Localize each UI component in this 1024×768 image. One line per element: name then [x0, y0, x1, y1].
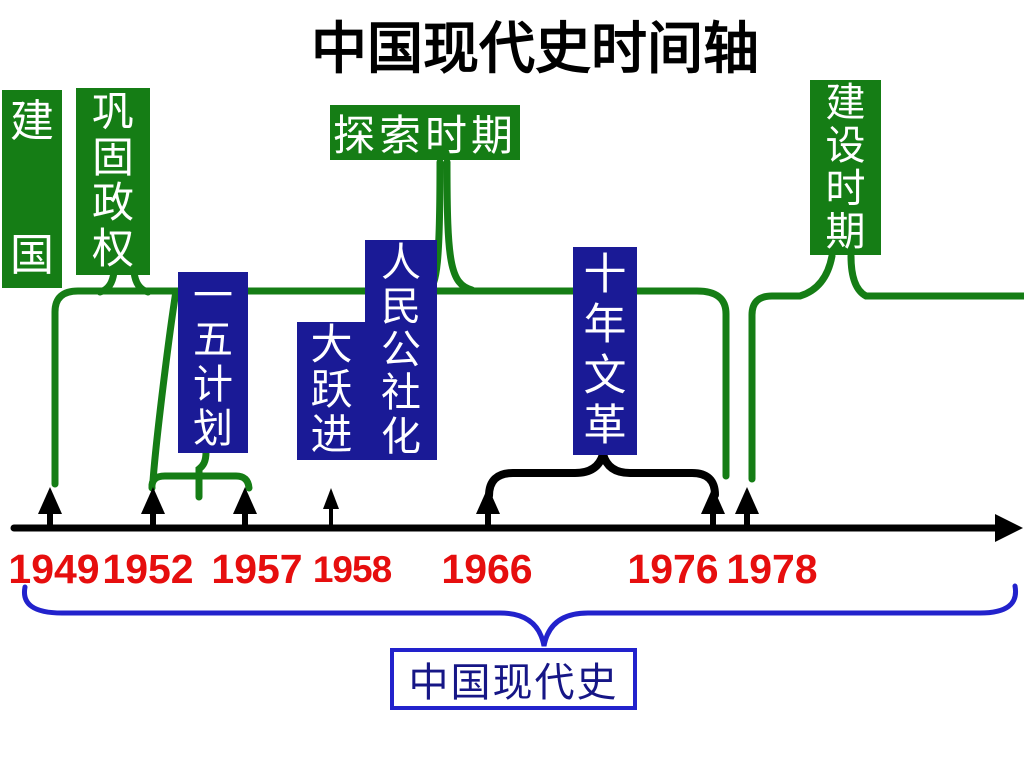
event-box-dayuejin: 大跃进 — [297, 322, 366, 460]
year-label-1978: 1978 — [726, 546, 818, 592]
blue-brace-summary — [21, 583, 1019, 647]
year-label-1958: 1958 — [312, 549, 392, 590]
green-branch-1952 — [149, 287, 180, 485]
tick-arrow-1978 — [735, 487, 759, 531]
event-box-shinian-wenge: 十年文革 — [573, 247, 637, 455]
year-label-1976: 1976 — [627, 546, 719, 592]
tick-arrow-1976 — [701, 487, 725, 531]
year-label-1957: 1957 — [211, 546, 303, 592]
tick-arrow-1958 — [323, 488, 339, 530]
period-box-jianguo: 建国 — [2, 90, 62, 288]
black-brace-wenge — [485, 438, 719, 500]
green-rail-right-edge — [847, 252, 1024, 300]
period-box-tansuo-shiqi: 探索时期 — [330, 105, 520, 160]
tick-arrow-1966 — [476, 487, 500, 531]
period-box-jianshe-shiqi: 建设时期 — [810, 80, 881, 255]
timeline-arrowhead — [995, 514, 1023, 542]
year-label-1966: 1966 — [441, 546, 533, 592]
year-label-1949: 1949 — [8, 546, 100, 592]
year-label-1952: 1952 — [102, 546, 194, 592]
green-stem-yiwu — [195, 448, 210, 501]
event-box-renmin-gongshehua: 人民公社化 — [365, 240, 437, 460]
tick-arrow-1949 — [38, 487, 62, 531]
tick-arrow-1957 — [233, 487, 257, 531]
summary-box: 中国现代史 — [390, 648, 637, 710]
tick-arrow-1952 — [141, 487, 165, 531]
period-box-gonggu-zhengquan: 巩固政权 — [76, 88, 150, 275]
event-box-yiwu-jihua: 一五计划 — [178, 272, 248, 453]
green-rail-right — [748, 252, 836, 483]
slide-title: 中国现代史时间轴 — [311, 19, 759, 81]
